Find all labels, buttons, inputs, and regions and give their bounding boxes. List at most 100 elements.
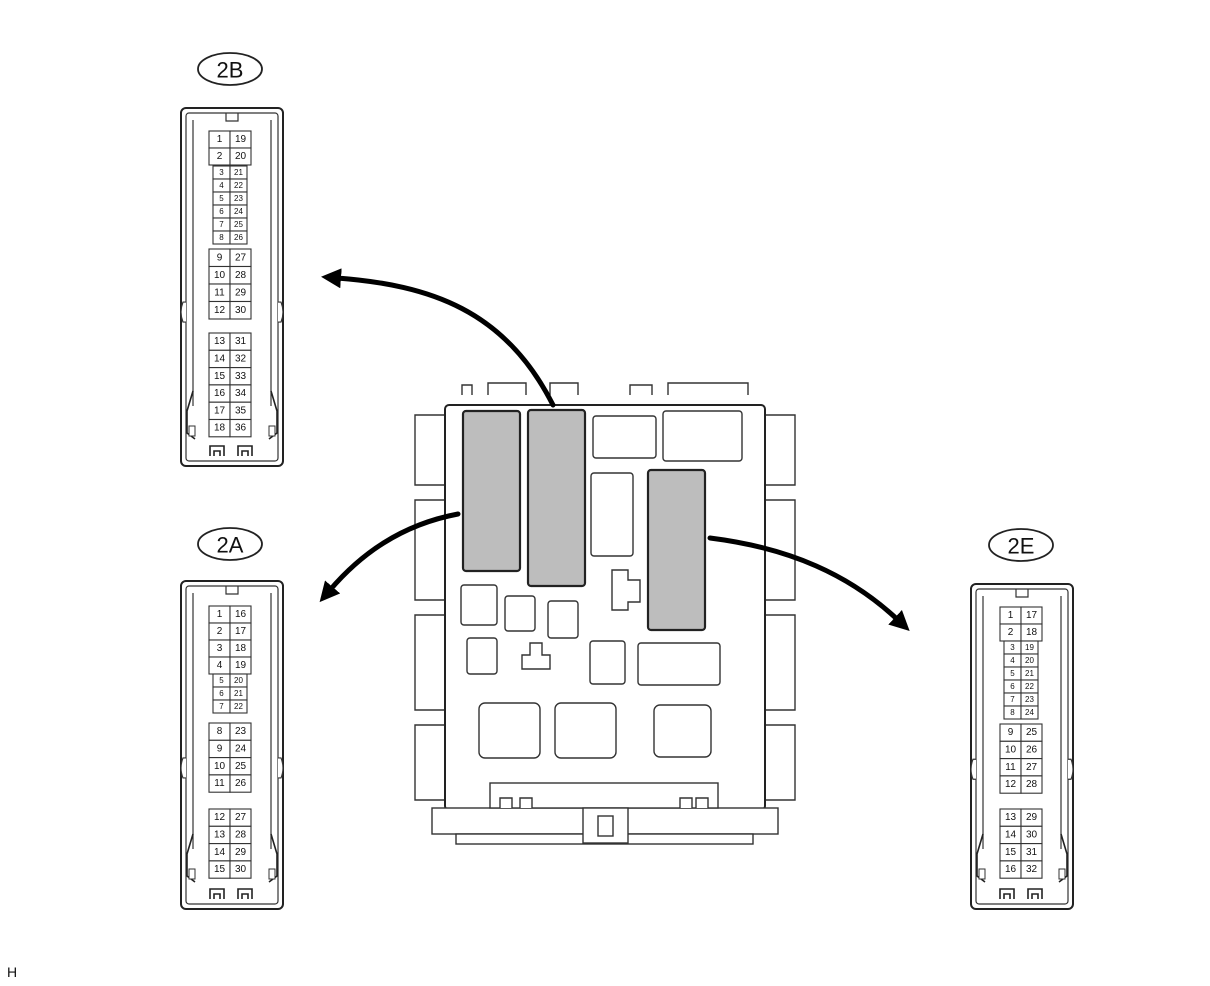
pin-number: 18 [1026,627,1038,638]
pin-number: 15 [214,864,226,875]
pin-number: 5 [219,194,224,203]
pin-cell [229,300,252,320]
pin-number: 22 [1025,682,1034,691]
pin-number: 8 [1010,708,1015,717]
connector-label-2B: 2B [197,52,263,86]
pin-number: 22 [234,181,243,190]
pin-number: 34 [235,388,247,399]
pin-number: 17 [214,405,226,416]
pin-number: 3 [217,643,223,654]
pin-number: 29 [1026,812,1038,823]
pin-number: 23 [234,194,243,203]
arrow-to-2A [319,511,461,603]
pin-number: 13 [214,829,226,840]
pin-number: 28 [235,829,247,840]
pin-number: 30 [235,864,247,875]
pin-number: 12 [1005,779,1017,790]
pin-number: 13 [1005,812,1017,823]
pin-number: 32 [1026,864,1038,875]
pin-number: 23 [235,726,247,737]
pin-number: 4 [1010,656,1015,665]
footer-code: H [7,964,17,980]
pin-number: 4 [217,660,223,671]
pin-number: 30 [235,305,247,316]
pin-number: 35 [235,405,247,416]
pin-number: 28 [1026,779,1038,790]
connector-label-2E: 2E [988,528,1054,562]
pin-number: 20 [235,151,247,162]
pin-number: 29 [235,847,247,858]
pin-number: 19 [1025,643,1034,652]
pin-number: 25 [1026,727,1038,738]
pin-number: 7 [1010,695,1015,704]
svg-text:2E: 2E [1008,534,1035,559]
pin-number: 11 [214,778,225,789]
pin-number: 9 [1008,727,1014,738]
pin-cell [1020,705,1039,720]
arrows [319,268,910,631]
pin-number: 29 [235,287,247,298]
pin-cell [229,699,248,714]
pin-number: 21 [234,168,243,177]
pin-number: 17 [235,626,247,637]
relay-sockets [460,410,743,759]
pin-number: 21 [234,689,243,698]
left-side-tabs [414,414,445,801]
pin-number: 18 [214,423,226,434]
pin-number: 12 [214,812,226,823]
pin-number: 10 [214,761,226,772]
svg-text:2A: 2A [217,533,244,558]
pin-number: 2 [217,626,223,637]
pin-number: 22 [234,702,243,711]
pin-number: 32 [235,353,247,364]
pin-number: 28 [235,270,247,281]
arrow-to-2E [707,535,910,631]
pin-number: 19 [235,134,247,145]
pin-number: 33 [235,371,247,382]
pin-number: 26 [235,778,247,789]
pin-number: 21 [1025,669,1034,678]
junction-block-base [431,782,779,845]
pin-cell [1020,775,1043,794]
pin-number: 23 [1025,695,1034,704]
pin-cell [229,418,252,438]
pin-number: 2 [217,151,223,162]
pin-number: 24 [235,743,247,754]
pin-number: 18 [235,643,247,654]
pin-number: 27 [1026,762,1038,773]
pin-number: 13 [214,336,226,347]
pin-number: 31 [1026,847,1038,858]
pin-number: 24 [1025,708,1034,717]
right-side-tabs [765,414,796,801]
pin-number: 19 [235,660,247,671]
pin-cell [229,147,252,166]
pin-number: 6 [1010,682,1015,691]
pin-number: 12 [214,305,226,316]
connector-cavity-2B [526,408,587,588]
arrow-to-2B [321,268,556,408]
pin-cell [1020,860,1043,879]
pin-number: 1 [217,609,223,620]
junction-block [414,382,796,845]
pin-number: 15 [214,371,226,382]
pin-number: 16 [214,388,226,399]
pin-number: 36 [235,423,247,434]
pin-number: 1 [1008,610,1014,621]
pin-number: 26 [234,233,243,242]
pin-number: 17 [1026,610,1038,621]
pin-number: 9 [217,252,223,263]
pin-number: 30 [1026,829,1038,840]
pin-number: 3 [1010,643,1015,652]
pin-number: 31 [235,336,247,347]
pin-cell [229,230,248,245]
pin-number: 11 [214,287,225,298]
pin-number: 5 [1010,669,1015,678]
pin-number: 8 [217,726,223,737]
pin-number: 3 [219,168,224,177]
pin-number: 25 [234,220,243,229]
pin-number: 14 [214,353,226,364]
pin-number: 25 [235,761,247,772]
